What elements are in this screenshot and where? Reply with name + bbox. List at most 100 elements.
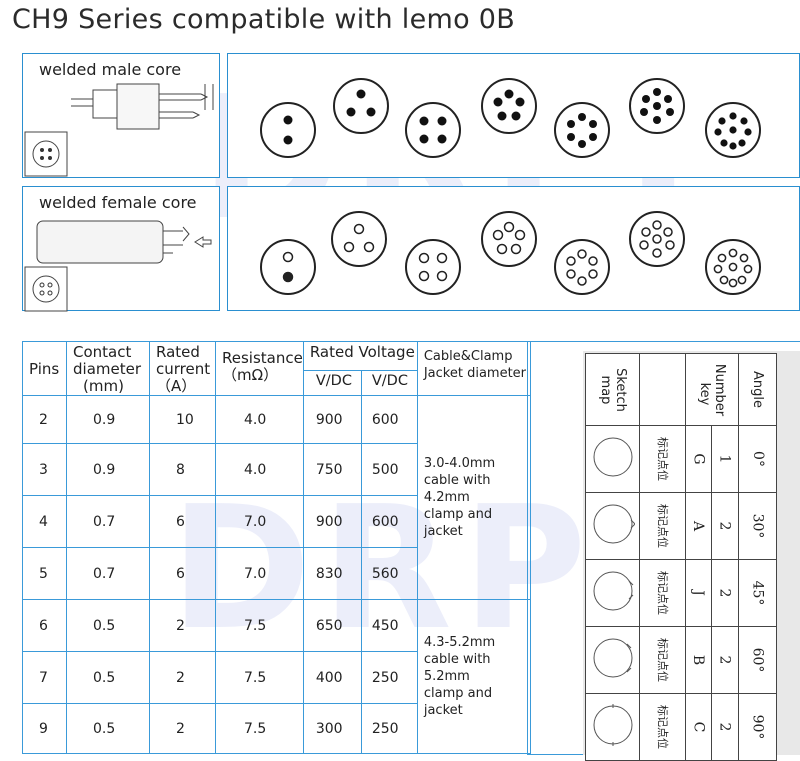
mark-label: 标记点位 — [639, 559, 686, 627]
cell-voltage-2: 600 — [360, 395, 418, 444]
mark-label: 标记点位 — [639, 626, 686, 694]
cell-voltage-1: 900 — [302, 495, 362, 548]
cell-pins: 9 — [22, 703, 67, 754]
cell-current: 6 — [149, 495, 216, 548]
cell-voltage-1: 300 — [302, 703, 362, 754]
cell-pins: 7 — [22, 651, 67, 704]
header-cable-clamp: Cable&Clamp Jacket diameter — [416, 341, 531, 396]
key-angle: 90° — [738, 693, 778, 761]
spec-table: Pins Contact diameter (mm) Rated current… — [22, 341, 531, 754]
key-sketch — [585, 425, 640, 493]
female-pin-layouts — [260, 211, 761, 295]
key-sketch — [585, 492, 640, 560]
key-count: 1 — [710, 425, 740, 493]
female-pin-layouts-panel — [227, 186, 800, 311]
key-row: 标记点位 A 2 30° — [585, 492, 778, 560]
cell-voltage-1: 650 — [302, 599, 362, 652]
cell-resistance: 4.0 — [215, 443, 304, 496]
cell-voltage-2: 600 — [360, 495, 418, 548]
table-row: 9 0.5 2 7.5 300 250 — [22, 703, 531, 754]
cell-diameter: 0.5 — [66, 651, 150, 704]
key-row: 标记点位 B 2 60° — [585, 626, 778, 694]
mark-label: 标记点位 — [639, 492, 686, 560]
cell-current: 2 — [149, 651, 216, 704]
key-angle: 30° — [738, 492, 778, 560]
cell-diameter: 0.5 — [66, 703, 150, 754]
male-pin-layouts — [260, 78, 761, 158]
key-count: 2 — [710, 559, 740, 627]
male-connector-drawing — [24, 83, 214, 177]
key-letter: A — [685, 492, 712, 560]
female-core-drawing-panel: welded female core — [22, 186, 220, 312]
table-row: 5 0.7 6 7.0 830 560 — [22, 547, 531, 600]
key-count: 2 — [710, 492, 740, 560]
cell-diameter: 0.7 — [66, 495, 150, 548]
key-sketch — [585, 693, 640, 761]
cell-voltage-1: 400 — [302, 651, 362, 704]
cell-diameter: 0.5 — [66, 599, 150, 652]
table-row: 3 0.9 8 4.0 750 500 — [22, 443, 531, 496]
mark-label: 标记点位 — [639, 693, 686, 761]
cell-diameter: 0.9 — [66, 443, 150, 496]
cell-current: 8 — [149, 443, 216, 496]
cell-resistance: 7.5 — [215, 599, 304, 652]
table-row: 7 0.5 2 7.5 400 250 — [22, 651, 531, 704]
cell-resistance: 4.0 — [215, 395, 304, 444]
cell-voltage-1: 750 — [302, 443, 362, 496]
key-count: 2 — [710, 626, 740, 694]
header-rated-voltage: Rated Voltage — [302, 341, 418, 371]
cell-resistance: 7.0 — [215, 547, 304, 600]
key-letter: C — [685, 693, 712, 761]
cell-diameter: 0.7 — [66, 547, 150, 600]
key-sketch — [585, 626, 640, 694]
key-row: 标记点位 C 2 90° — [585, 693, 778, 761]
table-row: 4 0.7 6 7.0 900 600 — [22, 495, 531, 548]
cell-current: 2 — [149, 599, 216, 652]
cell-diameter: 0.9 — [66, 395, 150, 444]
key-header-angle: Angle — [738, 353, 778, 426]
mark-label: 标记点位 — [639, 425, 686, 493]
cell-current: 6 — [149, 547, 216, 600]
page-title: CH9 Series compatible with lemo 0B — [12, 4, 516, 35]
cell-voltage-2: 250 — [360, 651, 418, 704]
key-angle: 0° — [738, 425, 778, 493]
key-letter: J — [685, 559, 712, 627]
cable-note-2: 4.3-5.2mm cable with 5.2mm clamp and jac… — [416, 599, 531, 754]
cell-voltage-1: 900 — [302, 395, 362, 444]
header-vdc-2: V/DC — [360, 369, 418, 397]
cell-voltage-1: 830 — [302, 547, 362, 600]
male-pin-layouts-panel — [227, 53, 800, 178]
female-core-label: welded female core — [39, 193, 197, 212]
header-rated-current: Rated current （A） — [149, 341, 216, 396]
cell-current: 2 — [149, 703, 216, 754]
cell-pins: 2 — [22, 395, 67, 444]
male-core-drawing-panel: welded male core — [22, 53, 220, 178]
key-count: 2 — [710, 693, 740, 761]
table-row: 6 0.5 2 7.5 650 450 4.3-5.2mm cable with… — [22, 599, 531, 754]
header-resistance: Resistance （mΩ） — [215, 341, 304, 396]
cell-voltage-2: 450 — [360, 599, 418, 652]
key-row: 标记点位 G 1 0° — [585, 425, 778, 493]
cell-pins: 5 — [22, 547, 67, 600]
cell-voltage-2: 500 — [360, 443, 418, 496]
key-angle: 60° — [738, 626, 778, 694]
cell-pins: 4 — [22, 495, 67, 548]
cell-pins: 6 — [22, 599, 67, 652]
key-letter: B — [685, 626, 712, 694]
cell-current: 10 — [149, 395, 216, 444]
key-sketch — [585, 559, 640, 627]
cell-voltage-2: 560 — [360, 547, 418, 600]
male-core-label: welded male core — [39, 60, 182, 79]
cell-resistance: 7.5 — [215, 651, 304, 704]
cell-voltage-2: 250 — [360, 703, 418, 754]
cable-note-1: 3.0-4.0mm cable with 4.2mm clamp and jac… — [416, 395, 531, 600]
key-angle: 45° — [738, 559, 778, 627]
key-header-mark — [639, 353, 686, 426]
cell-pins: 3 — [22, 443, 67, 496]
header-contact-diameter: Contact diameter (mm) — [66, 341, 150, 396]
cell-resistance: 7.5 — [215, 703, 304, 754]
female-connector-drawing — [24, 220, 212, 312]
